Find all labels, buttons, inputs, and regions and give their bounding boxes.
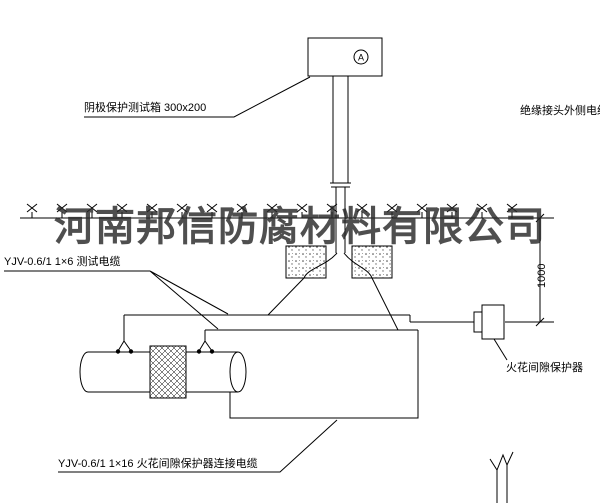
meter-circle (353, 49, 369, 65)
pipe-left-cap (79, 351, 89, 393)
insulated-joint-cable-label: 绝缘接头外侧电缆 (520, 105, 600, 117)
concrete-blocks (285, 245, 393, 279)
concrete-block-right (351, 245, 393, 279)
cable-drop-right (198, 330, 213, 352)
spark-gap-protector (473, 304, 505, 340)
protector-lead-upper (409, 315, 474, 323)
test-cable-label: YJV-0.6/1 1×6 测试电缆 (4, 256, 121, 268)
pipe-break-symbol (489, 451, 514, 503)
test-box-label: 阴极保护测试箱 300x200 (84, 102, 207, 114)
conduit-riser (330, 76, 351, 253)
protector-body (481, 304, 505, 340)
test-box: A (307, 37, 383, 77)
pipe-right-cap (229, 351, 247, 393)
dimension-1000-text: 1000 (536, 263, 548, 288)
test-box-leader (84, 76, 311, 118)
insulating-joint (149, 345, 187, 399)
dimension-1000 (505, 213, 554, 327)
ground-line (20, 203, 528, 219)
test-cable-right-curve (343, 252, 373, 279)
leader-lines (4, 76, 508, 473)
protector-leader (493, 338, 508, 361)
protector-lead-lower (229, 330, 419, 419)
cable-slant-left (267, 277, 305, 316)
concrete-block-left (285, 245, 327, 279)
spark-gap-protector-label: 火花间隙保护器 (506, 362, 583, 374)
protector-terminal (473, 311, 483, 333)
cable-drop-left (117, 315, 132, 352)
cable-runs (115, 252, 474, 419)
test-cable-left-curve (303, 252, 338, 279)
test-cable-leader (4, 270, 229, 330)
meter-letter: A (358, 53, 364, 63)
protector-cable-label: YJV-0.6/1 1×16 火花间隙保护器连接电缆 (58, 458, 258, 470)
protector-cable-leader (58, 419, 338, 473)
test-box-outline (307, 37, 383, 77)
cable-slant-right (371, 277, 399, 331)
pipeline (79, 345, 247, 399)
